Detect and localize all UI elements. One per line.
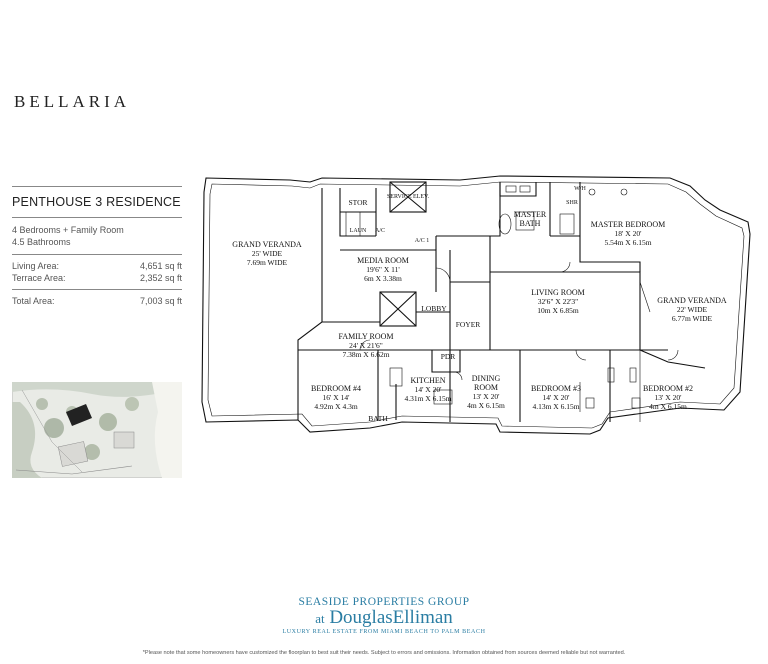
ac-1-label: A/C 1 [414, 238, 430, 244]
total-area-label: Total Area: [12, 296, 55, 306]
bath-label: BATH [368, 414, 388, 423]
logo-group-name: SEASIDE PROPERTIES GROUP [298, 596, 470, 608]
living-area-value: 4,651 sq ft [139, 261, 182, 271]
floor-plan: GRAND VERANDA 25' WIDE 7.69m WIDE MEDIA … [200, 172, 756, 442]
dining-room-label: DINING ROOM 13' X 20' 4m X 6.15m [467, 374, 505, 410]
logo-at: at [315, 611, 325, 626]
logo-brand-line: at DouglasElliman [0, 608, 768, 629]
grand-veranda-right-label: GRAND VERANDA 22' WIDE 6.77m WIDE [657, 296, 727, 323]
terrace-area-label: Terrace Area: [12, 273, 66, 283]
divider [12, 217, 182, 218]
disclaimer-text: *Please note that some homeowners have c… [142, 650, 626, 656]
bedrooms-text: 4 Bedrooms + Family Room [12, 225, 124, 235]
divider [12, 254, 182, 255]
ac-label: A/C [374, 228, 386, 234]
master-bedroom-label: MASTER BEDROOM 18' X 20' 5.54m X 6.15m [590, 220, 666, 247]
brand-wordmark: BELLARIA [14, 92, 131, 111]
laundry-label: LAUN [349, 228, 367, 234]
terrace-area-row: Terrace Area: 2,352 sq ft [12, 272, 182, 284]
living-room-label: LIVING ROOM 32'6" X 22'3" 10m X 6.85m [531, 288, 585, 315]
bedroom-3-label: BEDROOM #3 14' X 20' 4.13m X 6.15m [530, 384, 582, 411]
seaside-douglas-elliman-logo: SEASIDE PROPERTIES GROUP at DouglasEllim… [0, 596, 768, 635]
bathrooms-text: 4.5 Bathrooms [12, 237, 71, 247]
service-elevator-label: SERVICE ELEV. [386, 194, 430, 200]
divider [12, 289, 182, 290]
shower-label: SHR [566, 200, 578, 206]
total-area-value: 7,003 sq ft [139, 296, 182, 306]
bedroom-2-label: BEDROOM #2 13' X 20' 4m X 6.15m [642, 384, 694, 411]
family-room-label: FAMILY ROOM 24' X 21'6" 7.38m X 6.62m [338, 332, 394, 359]
master-bath-label: MASTER BATH [513, 210, 547, 228]
media-room-label: MEDIA ROOM 19'6" X 11' 6m X 3.38m [357, 256, 409, 283]
bedroom-4-label: BEDROOM #4 16' X 14' 4.92m X 4.3m [310, 384, 362, 411]
floor-plan-drawing [201, 175, 751, 435]
living-area-label: Living Area: [12, 261, 60, 271]
powder-room-label: PDR [440, 352, 456, 361]
living-area-row: Living Area: 4,651 sq ft [12, 260, 182, 272]
residence-summary: PENTHOUSE 3 RESIDENCE 4 Bedrooms + Famil… [12, 186, 182, 307]
foyer-label: FOYER [455, 320, 481, 329]
terrace-area-value: 2,352 sq ft [139, 273, 182, 283]
kitchen-label: KITCHEN 14' X 20' 4.31m X 6.15m [404, 376, 452, 403]
storage-label: STOR [348, 198, 368, 207]
lobby-label: LOBBY [421, 304, 447, 313]
site-map-image [12, 382, 182, 478]
logo-brand: DouglasElliman [329, 607, 453, 628]
logo-tagline: LUXURY REAL ESTATE FROM MIAMI BEACH TO P… [282, 629, 486, 635]
residence-title: PENTHOUSE 3 RESIDENCE [12, 195, 181, 209]
divider [12, 186, 182, 187]
total-area-row: Total Area: 7,003 sq ft [12, 295, 182, 307]
water-heater-label: W/H [574, 186, 586, 192]
grand-veranda-left-label: GRAND VERANDA 25' WIDE 7.69m WIDE [232, 240, 302, 267]
